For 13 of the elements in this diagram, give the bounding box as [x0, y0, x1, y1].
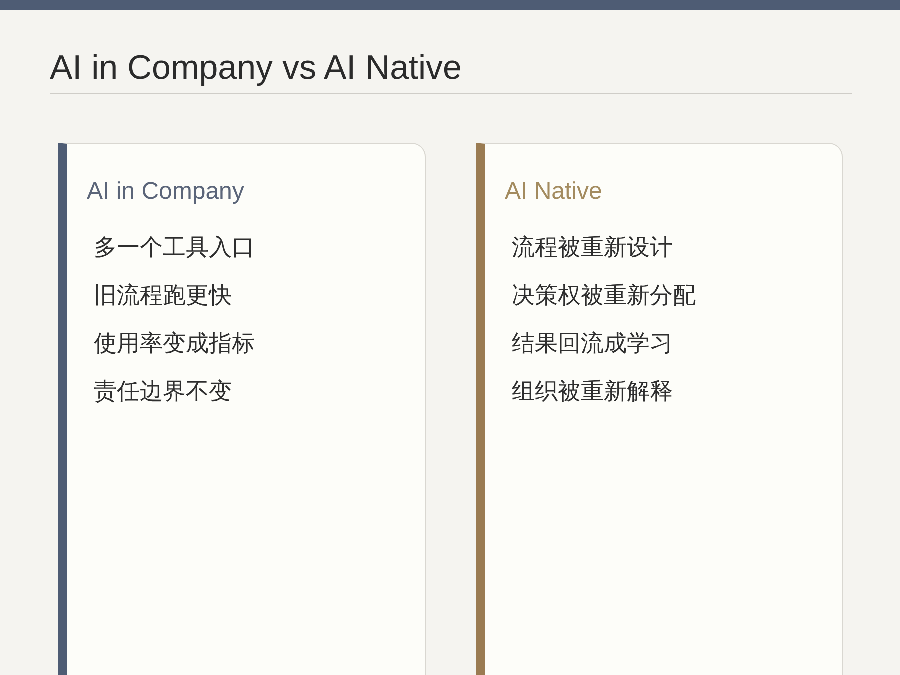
list-item: 多一个工具入口	[94, 234, 255, 263]
list-item: 组织被重新解释	[512, 378, 673, 407]
list-item: 使用率变成指标	[94, 330, 255, 359]
card-heading: AI in Company	[87, 177, 244, 207]
comparison-card	[476, 143, 843, 675]
card-heading: AI Native	[505, 177, 602, 207]
page-title: AI in Company vs AI Native	[50, 48, 462, 89]
list-item: 旧流程跑更快	[94, 282, 232, 311]
list-item: 流程被重新设计	[512, 234, 673, 263]
list-item: 结果回流成学习	[512, 330, 673, 359]
list-item: 决策权被重新分配	[512, 282, 696, 311]
comparison-card	[58, 143, 426, 675]
list-item: 责任边界不变	[94, 378, 232, 407]
